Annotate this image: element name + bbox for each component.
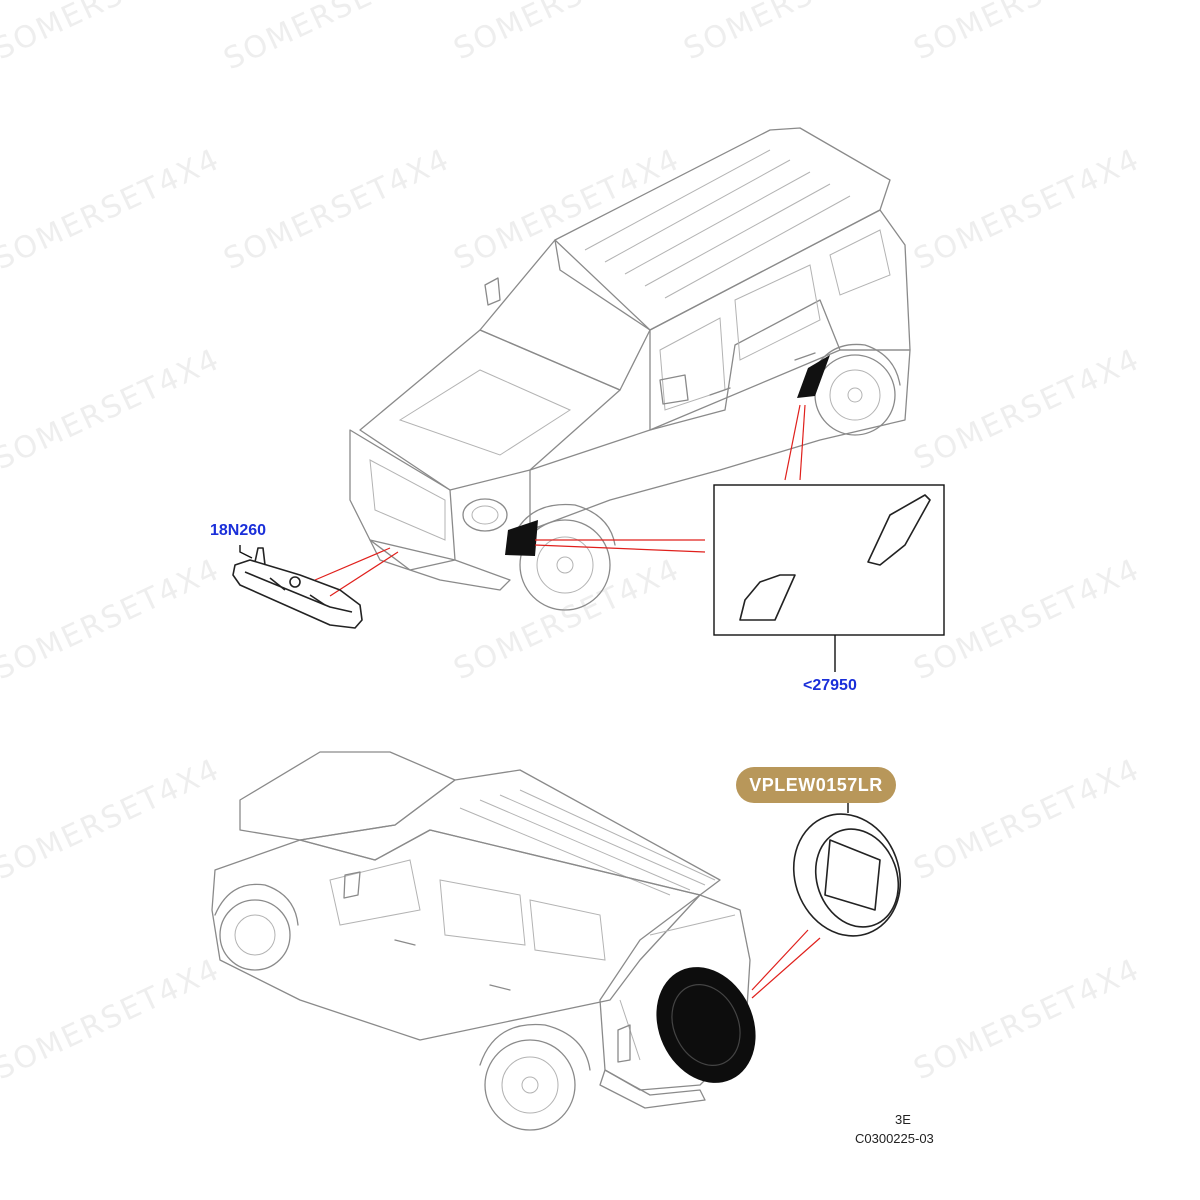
spare-wheel-cover-drawing xyxy=(792,803,902,937)
svg-text:SOMERSET4X4: SOMERSET4X4 xyxy=(0,952,226,1087)
svg-text:SOMERSET4X4: SOMERSET4X4 xyxy=(0,342,226,477)
front-arch-trim-highlight xyxy=(505,520,538,556)
svg-text:SOMERSET4X4: SOMERSET4X4 xyxy=(909,752,1146,887)
vehicle-front-view xyxy=(349,127,911,611)
svg-text:SOMERSET4X4: SOMERSET4X4 xyxy=(0,752,226,887)
svg-text:SOMERSET4X4: SOMERSET4X4 xyxy=(0,142,226,277)
front-arch-trim-part xyxy=(739,574,796,621)
diagram-code: C0300225-03 xyxy=(855,1131,934,1146)
leader-lines-bottom xyxy=(751,929,821,999)
spare-wheel-on-vehicle xyxy=(656,967,756,1083)
grille-part-drawing xyxy=(232,545,363,629)
svg-text:SOMERSET4X4: SOMERSET4X4 xyxy=(909,0,1146,67)
svg-text:SOMERSET4X4: SOMERSET4X4 xyxy=(909,142,1146,277)
svg-text:SOMERSET4X4: SOMERSET4X4 xyxy=(219,142,456,277)
trim-inset-box xyxy=(713,484,945,672)
vehicle-rear-view xyxy=(211,751,751,1131)
svg-text:SOMERSET4X4: SOMERSET4X4 xyxy=(0,0,226,67)
rear-arch-trim-part xyxy=(867,494,931,566)
svg-text:SOMERSET4X4: SOMERSET4X4 xyxy=(219,0,456,77)
sheet-number: 3E xyxy=(895,1112,911,1127)
svg-text:SOMERSET4X4: SOMERSET4X4 xyxy=(449,552,686,687)
svg-text:SOMERSET4X4: SOMERSET4X4 xyxy=(0,552,226,687)
callout-spare-wheel-cover[interactable]: VPLEW0157LR xyxy=(736,767,896,803)
rear-arch-trim-highlight xyxy=(797,355,830,398)
svg-text:SOMERSET4X4: SOMERSET4X4 xyxy=(679,0,916,67)
callout-wheel-arch-trim[interactable]: <27950 xyxy=(803,677,857,694)
svg-text:SOMERSET4X4: SOMERSET4X4 xyxy=(909,342,1146,477)
svg-text:SOMERSET4X4: SOMERSET4X4 xyxy=(909,952,1146,1087)
callout-grille-part[interactable]: 18N260 xyxy=(210,522,267,539)
svg-text:SOMERSET4X4: SOMERSET4X4 xyxy=(449,142,686,277)
leader-lines-top xyxy=(314,404,806,597)
watermark-logos: SOMERSET4X4 SOMERSET4X4 SOMERSET4X4 SOME… xyxy=(0,0,1146,1087)
svg-text:SOMERSET4X4: SOMERSET4X4 xyxy=(449,0,686,67)
